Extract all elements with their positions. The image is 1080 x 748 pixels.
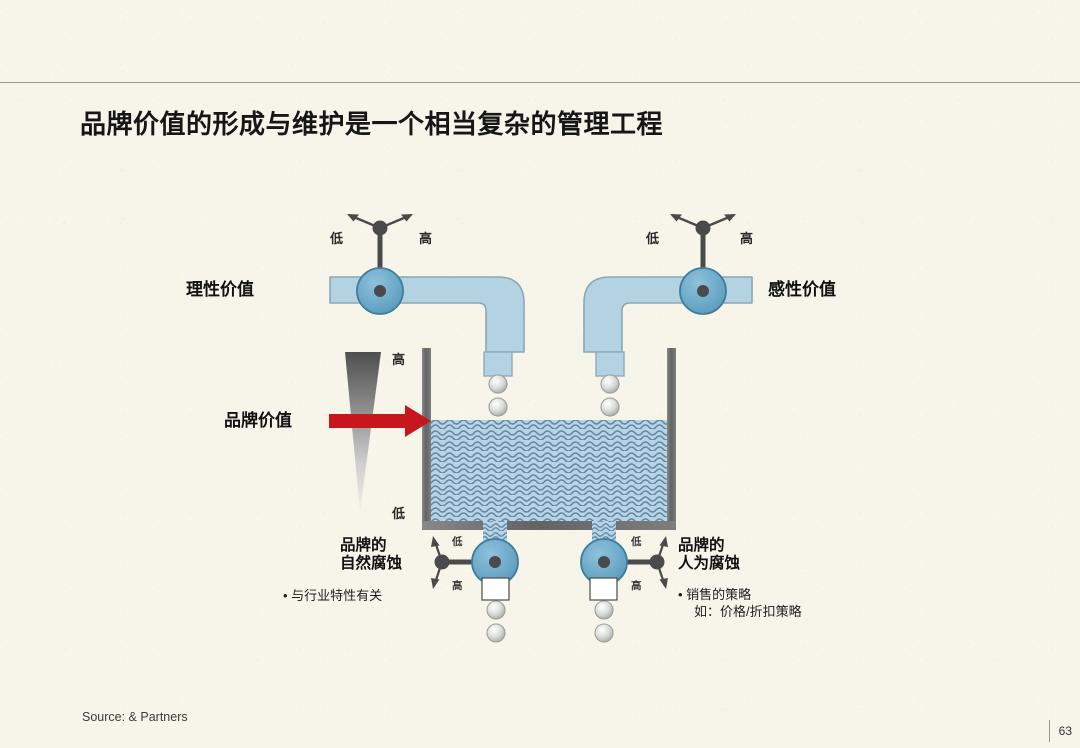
page-indicator: 63 (1048, 720, 1072, 742)
valve-artificial-erosion[interactable] (580, 536, 668, 589)
label-artificial-erosion-line1: 品牌的 (678, 537, 725, 554)
droplets-natural-erosion (486, 600, 506, 643)
droplets-rational (488, 374, 508, 417)
page-title: 品牌价值的形成与维护是一个相当复杂的管理工程 (80, 109, 664, 139)
label-natural-erosion-line1: 品牌的 (340, 537, 387, 554)
tank-drain-left (483, 521, 507, 530)
inlet-mouth-rational (483, 351, 513, 377)
inlet-mouth-emotional (595, 351, 625, 377)
tank-wall-left (422, 348, 431, 529)
brand-value-arrow (329, 405, 431, 437)
label-brand-value: 品牌价值 (224, 411, 292, 430)
knob-label-rational-low: 低 (330, 231, 344, 246)
valve-natural-erosion[interactable] (431, 536, 519, 589)
label-rational-value: 理性价值 (186, 280, 254, 299)
droplets-artificial-erosion (594, 600, 614, 643)
tank-wall-right (667, 348, 676, 529)
knob-label-rational-high: 高 (419, 231, 433, 246)
scale-label-high: 高 (392, 352, 406, 367)
bullet-artificial-erosion-1: • 销售的策略 (678, 587, 752, 602)
valve-rational[interactable] (347, 213, 413, 315)
droplets-emotional (600, 374, 620, 417)
knob-label-emotional-high: 高 (740, 231, 754, 246)
tank-drain-right (592, 521, 616, 530)
page-number: 63 (1058, 724, 1072, 738)
source-note: Source: & Partners (82, 710, 188, 724)
header-divider (0, 82, 1080, 83)
bullet-artificial-erosion-2: 如：价格/折扣策略 (694, 604, 802, 619)
inlet-pipe-emotional (583, 276, 753, 353)
valve-emotional[interactable] (670, 213, 736, 315)
label-natural-erosion-line2: 自然腐蚀 (340, 555, 403, 572)
bullet-natural-erosion-1: • 与行业特性有关 (283, 588, 383, 603)
spout-artificial-erosion (589, 577, 618, 601)
label-artificial-erosion-line2: 人为腐蚀 (678, 555, 741, 572)
label-emotional-value: 感性价值 (768, 280, 836, 299)
tank-water (430, 420, 668, 521)
knob-label-emotional-low: 低 (646, 231, 660, 246)
scale-label-low: 低 (392, 506, 406, 521)
knob-label-artificial-high: 高 (631, 580, 642, 592)
spout-natural-erosion (481, 577, 510, 601)
knob-label-natural-high: 高 (452, 580, 463, 592)
tank-floor (422, 521, 676, 530)
page-divider (1048, 720, 1050, 742)
level-scale-triangle (345, 352, 381, 512)
knob-label-natural-low: 低 (452, 536, 463, 548)
knob-label-artificial-low: 低 (631, 536, 642, 548)
